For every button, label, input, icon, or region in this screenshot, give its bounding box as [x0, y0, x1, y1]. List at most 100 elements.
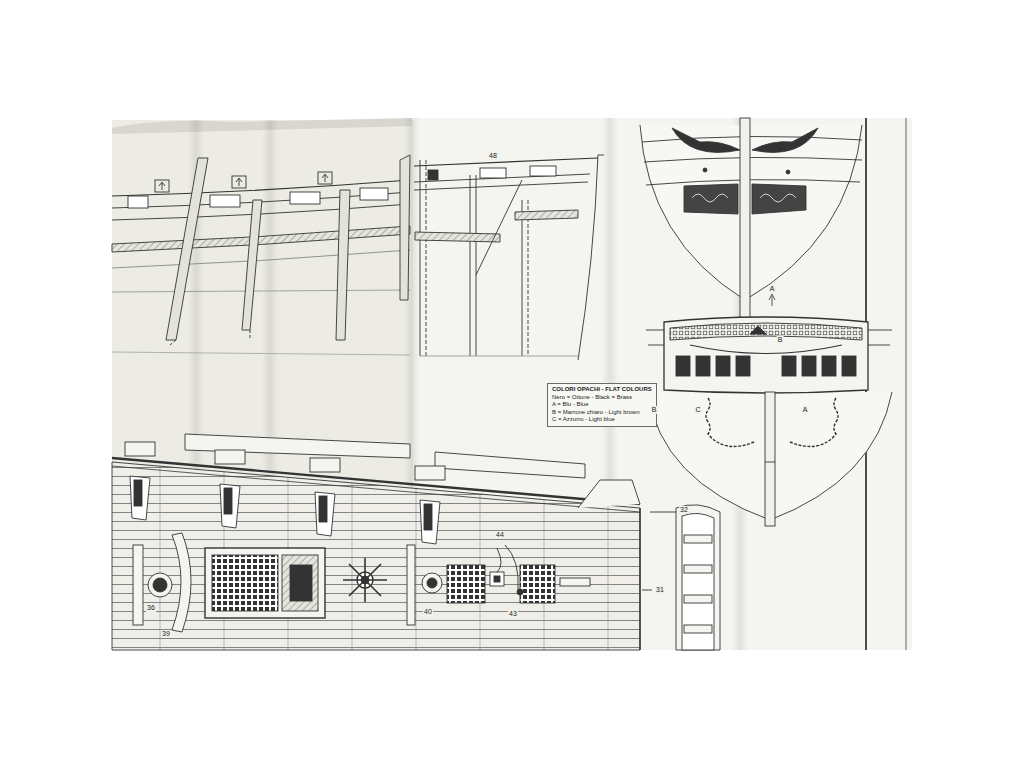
bow-elevation-part — [578, 155, 598, 360]
deck-plan-part — [112, 462, 640, 650]
deck-plan-part — [639, 508, 640, 650]
deck-plan-part — [133, 545, 143, 625]
stern-view-lower-part-part — [802, 356, 816, 376]
stern-view-lower-part-part — [716, 356, 730, 376]
bow-elevation-part — [414, 182, 588, 190]
stern-view-upper-part — [644, 157, 862, 162]
deck-plan-part-part — [420, 500, 440, 544]
stern-view-lower-part-part — [676, 356, 690, 376]
stern-view-lower-part — [765, 392, 775, 526]
stern-view-lower-part — [676, 356, 856, 376]
deck-plan-part-part — [224, 488, 232, 514]
deck-plan-part — [684, 535, 712, 633]
deck-plan-part — [148, 573, 172, 597]
deck-plan-part — [427, 578, 437, 588]
bulwark-elevation-part — [166, 158, 208, 340]
stern-view-lower-part-part — [736, 356, 750, 376]
bulwark-elevation-part — [242, 200, 262, 330]
bulwark-elevation-part — [112, 250, 410, 268]
bow-elevation-part — [415, 232, 500, 242]
deck-plan-part — [361, 576, 369, 584]
deck-plan-part — [490, 572, 504, 586]
deck-plan-part-part — [684, 625, 712, 633]
callout-number: 48 — [488, 152, 498, 160]
stern-view-upper-part — [752, 184, 806, 214]
deck-plan-part — [407, 545, 415, 625]
deck-plan-part-part — [684, 565, 712, 573]
deck-plan-part — [205, 548, 325, 618]
bow-elevation-part — [522, 200, 523, 356]
deck-plan-part — [125, 442, 445, 480]
colour-key-box: COLORI OPACHI - FLAT COLOURSNero = Otton… — [547, 383, 657, 427]
deck-plan-part — [682, 513, 714, 650]
bulwark-elevation — [112, 155, 410, 355]
deck-plan-part — [172, 533, 191, 632]
paper — [112, 118, 912, 650]
stern-view-upper-part — [642, 136, 862, 142]
deck-plan-part-part — [310, 458, 340, 472]
deck-plan-part — [282, 555, 318, 611]
bow-elevation — [414, 155, 604, 360]
deck-plan-part — [560, 578, 590, 586]
deck-plan-part-part — [215, 450, 245, 464]
bulwark-elevation-part — [112, 290, 410, 292]
colour-letter: A — [802, 406, 809, 414]
deck-plan-part — [650, 512, 676, 513]
bow-elevation-part — [480, 168, 506, 178]
bow-elevation-part — [530, 166, 556, 176]
bulwark-elevation-part — [360, 188, 388, 200]
deck-plan-part — [642, 590, 652, 591]
key-entry: B = Marrone chiaro - Light brown — [552, 409, 652, 417]
key-entry: A = Blu - Blue — [552, 401, 652, 409]
deck-plan-part-part — [220, 484, 240, 528]
callout-number: 36 — [146, 604, 156, 612]
bulwark-elevation-part — [112, 352, 410, 355]
bulwark-elevation-part — [170, 330, 250, 345]
bow-elevation-part — [426, 160, 427, 356]
deck-plan-part — [505, 545, 518, 590]
stern-view-lower-part — [664, 317, 868, 393]
deck-plan-part — [520, 565, 555, 603]
stern-view-lower-part — [706, 398, 754, 447]
deck-plan-part-part — [125, 442, 155, 456]
stern-view-lower-part-part — [782, 356, 796, 376]
stern-view-upper-part — [684, 184, 738, 214]
callout-number: 39 — [161, 630, 171, 638]
stern-view-upper-part — [752, 128, 818, 152]
deck-plan-part-part — [424, 504, 432, 530]
stern-view-lower-part — [765, 462, 775, 463]
bow-elevation-part — [428, 170, 438, 180]
deck-plan-part — [494, 576, 500, 582]
deck-plan-part-part — [684, 535, 712, 543]
bow-elevation-part — [476, 175, 477, 356]
deck-plan-part-part — [415, 466, 445, 480]
colour-letter: A — [769, 285, 776, 293]
bulwark-elevation-part — [400, 155, 410, 300]
stern-view-lower-part — [670, 323, 862, 340]
deck-plan-part-part — [130, 476, 150, 520]
stern-view-upper-part — [786, 170, 790, 174]
bow-elevation-part — [414, 158, 598, 166]
callout-number: 44 — [495, 531, 505, 539]
colour-letter: B — [651, 406, 658, 414]
bow-elevation-part — [528, 200, 529, 356]
stern-view-lower-part — [690, 345, 842, 354]
bulwark-elevation-part — [112, 226, 410, 252]
stern-view-lower-part-part — [842, 356, 856, 376]
deck-plan-part — [435, 452, 585, 478]
callout-number: 40 — [423, 608, 433, 616]
bulwark-elevation-part — [210, 195, 240, 207]
deck-plan-part-part — [319, 496, 327, 522]
colour-letter: B — [777, 336, 784, 344]
deck-plan-part-part — [134, 480, 142, 506]
deck-plan-part — [153, 578, 167, 592]
stern-view-lower — [646, 317, 892, 526]
deck-plan-part — [676, 505, 720, 650]
key-heading: COLORI OPACHI - FLAT COLOURS — [552, 386, 652, 394]
colour-letter: C — [694, 406, 701, 414]
bow-elevation-part — [420, 160, 421, 356]
stern-view-lower-part-part — [822, 356, 836, 376]
